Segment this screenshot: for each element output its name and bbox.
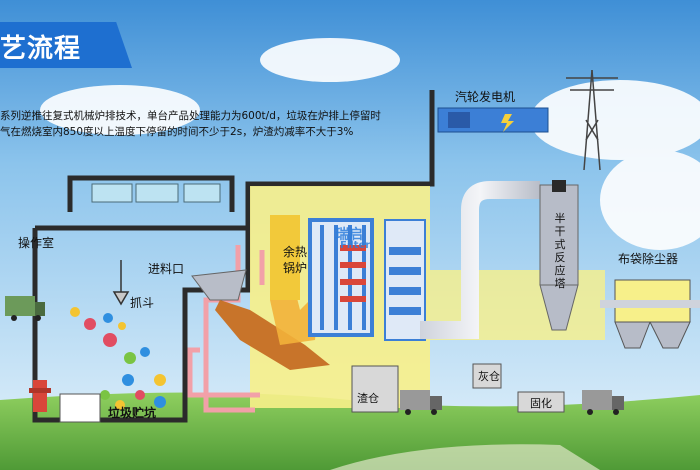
reactor-char: 塔 <box>554 277 566 290</box>
reactor-char: 应 <box>554 264 566 277</box>
solidify-box <box>517 391 565 413</box>
turbine-label: 汽轮发电机 <box>455 90 516 104</box>
clouds <box>40 38 700 250</box>
grab-label: 抓斗 <box>130 296 155 310</box>
truck-slag <box>400 390 442 415</box>
power-tower <box>566 69 618 171</box>
semi-dry-reactor <box>539 180 579 331</box>
description-line-1: 系列逆推往复式机械炉排技术，单台产品处理能力为600t/d，垃圾在炉排上停留时 <box>0 110 381 122</box>
boiler-tubes-red <box>340 245 366 302</box>
bag-filter-label: 布袋除尘器 <box>618 252 679 266</box>
waste-heat-boiler <box>270 215 300 300</box>
waste-pit-contents <box>70 307 166 410</box>
watermark-en: Filter <box>340 240 371 251</box>
flue-duct <box>420 181 540 339</box>
reactor-label: 半 干 式 反 应 塔 <box>552 212 568 290</box>
boiler-tubes <box>308 218 374 337</box>
truck-left <box>5 296 45 321</box>
feed-port-label: 进料口 <box>148 262 185 276</box>
road <box>330 444 600 470</box>
boiler-label-1: 余热 <box>283 245 308 259</box>
description-line-2: 气在燃烧室内850度以上温度下停留的时间不少于2s，炉渣灼减率不大于3% <box>0 126 354 138</box>
control-room-label: 操作室 <box>18 236 55 250</box>
feed-hopper <box>191 269 247 301</box>
reactor-char: 式 <box>554 238 566 251</box>
reactor-char: 干 <box>554 225 566 238</box>
solidify-label: 固化 <box>530 397 552 410</box>
chimney-pipe <box>600 300 700 308</box>
reactor-char: 半 <box>554 212 566 225</box>
watermark-cn: 瑞启 <box>335 227 363 243</box>
reactor-char: 反 <box>554 251 566 264</box>
ash-bin-label: 灰仓 <box>478 370 500 383</box>
truck-ash <box>582 390 624 415</box>
fire-hydrant <box>29 380 51 412</box>
waste-pit-grid <box>59 393 101 423</box>
turbine-generator <box>437 107 549 133</box>
economizer <box>384 219 426 341</box>
grab-crane <box>112 260 130 306</box>
page-title: 艺流程 <box>0 34 82 64</box>
control-room-windows <box>91 183 221 203</box>
slag-bin <box>351 365 399 413</box>
slag-bin-label: 渣仓 <box>357 392 379 405</box>
ash-bin <box>472 363 502 389</box>
grate-fire <box>215 300 330 370</box>
waste-pit-label: 垃圾贮坑 <box>108 406 157 420</box>
title-banner <box>0 22 132 68</box>
boiler-label-2: 锅炉 <box>283 261 308 275</box>
